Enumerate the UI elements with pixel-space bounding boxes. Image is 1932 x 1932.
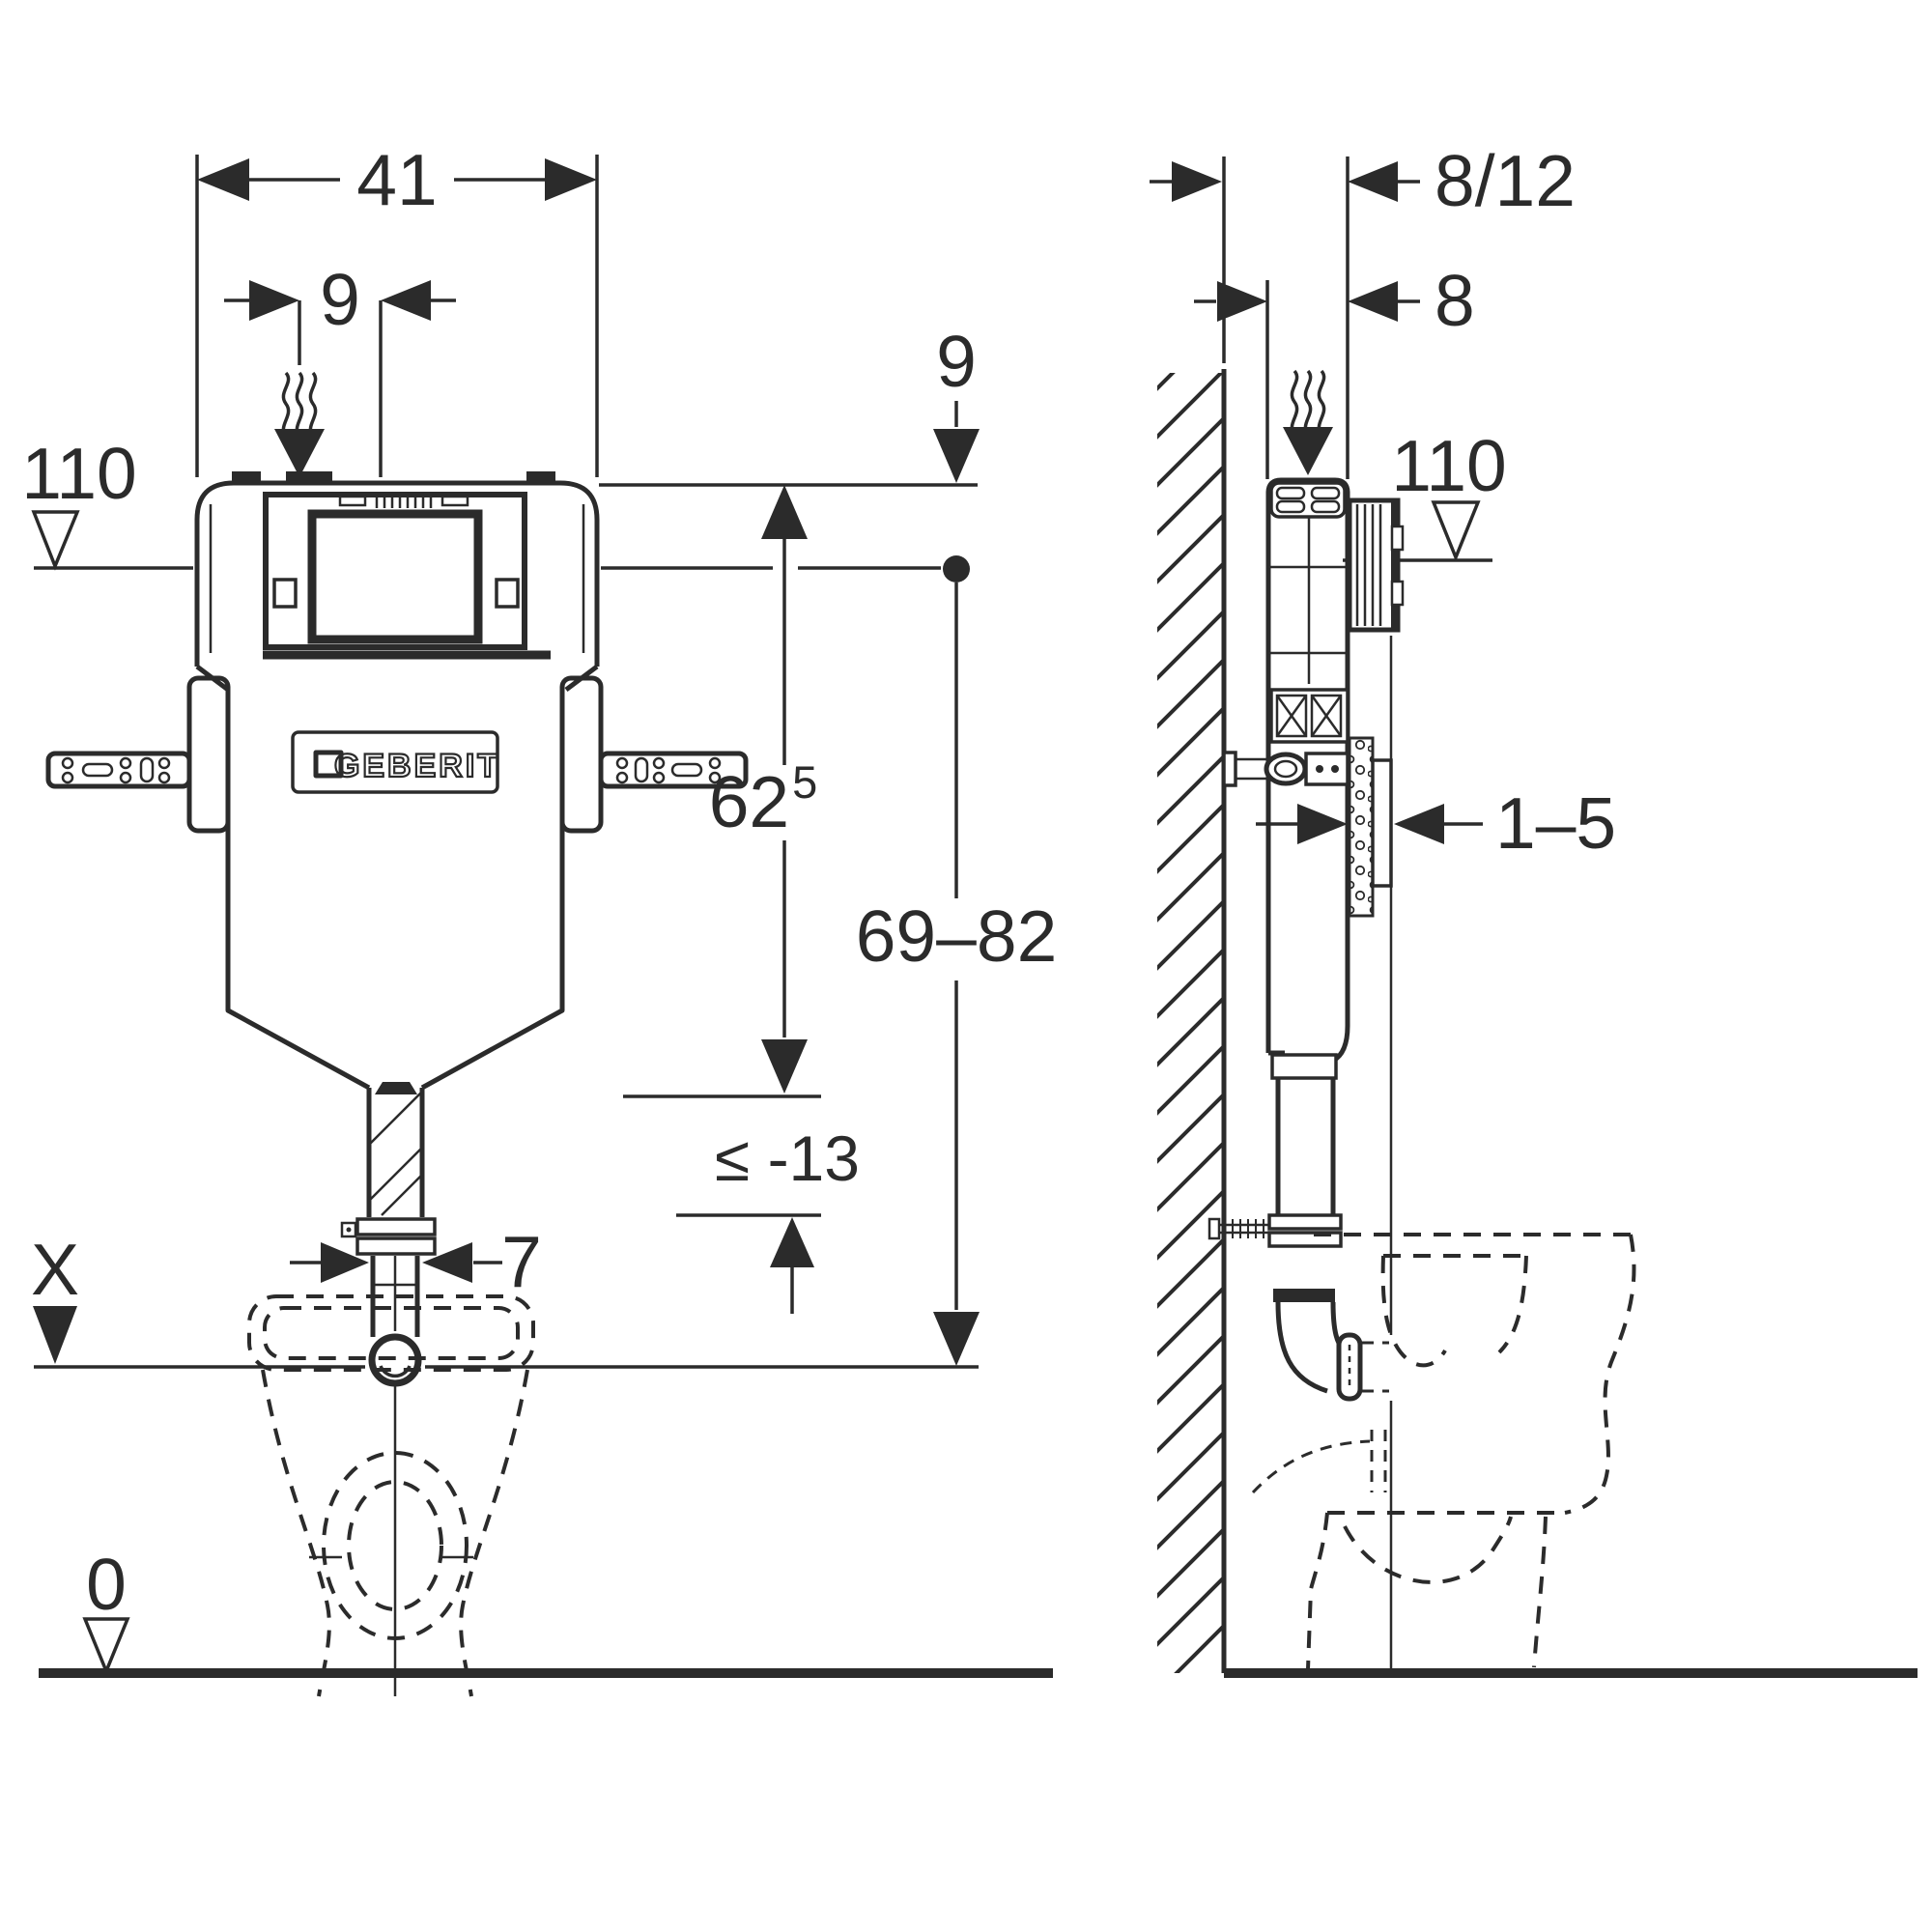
dim-plate-clearance-label: 1–5 <box>1495 782 1616 864</box>
clip-right <box>495 578 520 609</box>
datum-x-label: X <box>31 1229 79 1310</box>
brand-plate: GEBERIT <box>291 730 500 794</box>
brand-logo-square-icon <box>313 750 344 779</box>
pipe-clamp <box>355 1217 437 1236</box>
arrow-left-icon <box>1348 281 1398 322</box>
datum-open-triangle-icon <box>82 1617 130 1676</box>
dim-height-label: 625 <box>709 756 818 842</box>
dim-top-drop-9: 9 <box>933 321 980 483</box>
arrow-left-icon <box>1394 804 1444 844</box>
arrow-left-icon <box>197 158 249 201</box>
datum-110-left-label: 110 <box>21 433 137 514</box>
plate-hook <box>1390 525 1405 552</box>
arrow-left-icon <box>1348 161 1398 202</box>
dim-plate-clearance-1-5: 1–5 <box>1256 782 1616 864</box>
arrow-right-icon <box>321 1242 369 1283</box>
dim-vent-offset-label: 9 <box>320 259 360 340</box>
arrow-right-icon <box>1297 804 1348 844</box>
wc-bowl-side-outline <box>1251 1233 1636 1670</box>
dim-height-62-5: 625 <box>599 483 978 1098</box>
bracket-screw-icon <box>1264 752 1308 786</box>
arrow-down-icon <box>933 1312 980 1366</box>
clip-left <box>272 578 298 609</box>
datum-x: X <box>31 1229 979 1369</box>
flush-bend-side <box>1208 1025 1389 1402</box>
top-tab <box>232 471 261 484</box>
flush-plate-window <box>307 509 483 644</box>
arrow-up-icon <box>761 485 808 539</box>
access-box-comb <box>338 495 469 508</box>
clamp-bolt <box>1208 1217 1269 1240</box>
datum-floor-label: 0 <box>86 1544 127 1625</box>
side-view: 8/12 8 110 <box>1150 140 1918 1678</box>
arrow-up-icon <box>770 1217 814 1267</box>
level-reference-line <box>601 555 970 582</box>
dim-bend-depth-label: ≤ -13 <box>715 1122 860 1194</box>
datum-filled-triangle-icon <box>33 1306 77 1364</box>
brand-label: GEBERIT <box>334 748 500 784</box>
fixing-lug-right <box>559 675 604 834</box>
datum-floor-0: 0 <box>82 1544 130 1676</box>
arrow-down-icon <box>761 1039 808 1094</box>
top-tab <box>286 471 332 484</box>
mortar-strip <box>1348 736 1375 918</box>
reference-dot-icon <box>943 555 970 582</box>
arrow-right-icon <box>545 158 597 201</box>
top-tab <box>526 471 555 484</box>
arrow-left-icon <box>422 1242 472 1283</box>
pipe-clamp <box>1267 1213 1343 1231</box>
dim-bend-depth: ≤ -13 <box>676 1122 860 1314</box>
bend-seal-band <box>1273 1289 1335 1302</box>
front-view: 41 9 110 <box>21 139 1058 1697</box>
actuator-mechanism <box>1269 688 1350 744</box>
dim-actuation-range-69-82: 69–82 <box>856 582 1058 1366</box>
cistern-front: GEBERIT <box>45 471 749 1387</box>
arrow-right-icon <box>1172 161 1222 202</box>
dim-pipe-width-7: 7 <box>290 1221 542 1302</box>
plate-hook <box>1390 580 1405 607</box>
dim-actuation-range-label: 69–82 <box>856 895 1058 977</box>
flush-plate-box <box>1347 497 1405 633</box>
dim-top-drop-label: 9 <box>936 321 977 402</box>
datum-open-triangle-icon <box>31 510 80 571</box>
bend-outlet-flange <box>1336 1332 1363 1402</box>
datum-110-left: 110 <box>21 433 193 571</box>
datum-open-triangle-icon <box>1431 500 1481 562</box>
valve-seat <box>375 1082 417 1094</box>
odour-extraction-icon <box>274 371 325 477</box>
odour-extraction-icon <box>1283 369 1333 475</box>
wall-bracket <box>1222 751 1350 787</box>
dim-width-41: 41 <box>195 139 599 477</box>
arrow-right-icon <box>1217 281 1267 322</box>
tank-outline <box>225 688 565 1091</box>
pipe-collar <box>1270 1053 1338 1080</box>
arrow-left-icon <box>381 280 431 321</box>
wc-bowl-front-outline <box>247 1294 535 1697</box>
cistern-side <box>1222 477 1405 1053</box>
dim-frame-depth-8: 8 <box>1194 260 1475 479</box>
mounting-rail-left <box>45 751 192 789</box>
flush-pipe-front <box>340 1082 437 1387</box>
datum-110-right-label: 110 <box>1391 425 1507 506</box>
dim-frame-depth-label: 8 <box>1435 260 1475 341</box>
fixing-lug-left <box>186 675 231 834</box>
dim-wall-depth-label: 8/12 <box>1435 140 1576 221</box>
wall-hatch <box>1157 373 1224 1673</box>
dim-wall-depth-8-12: 8/12 <box>1150 140 1576 479</box>
dim-width-label: 41 <box>356 139 437 220</box>
inlet-cap <box>1269 481 1347 519</box>
arrow-right-icon <box>249 280 299 321</box>
dim-vent-offset-9: 9 <box>224 259 456 477</box>
arrow-down-icon <box>933 429 980 483</box>
protection-plate <box>1371 758 1393 888</box>
wall-section <box>1157 369 1227 1673</box>
dim-pipe-width-label: 7 <box>501 1221 542 1302</box>
